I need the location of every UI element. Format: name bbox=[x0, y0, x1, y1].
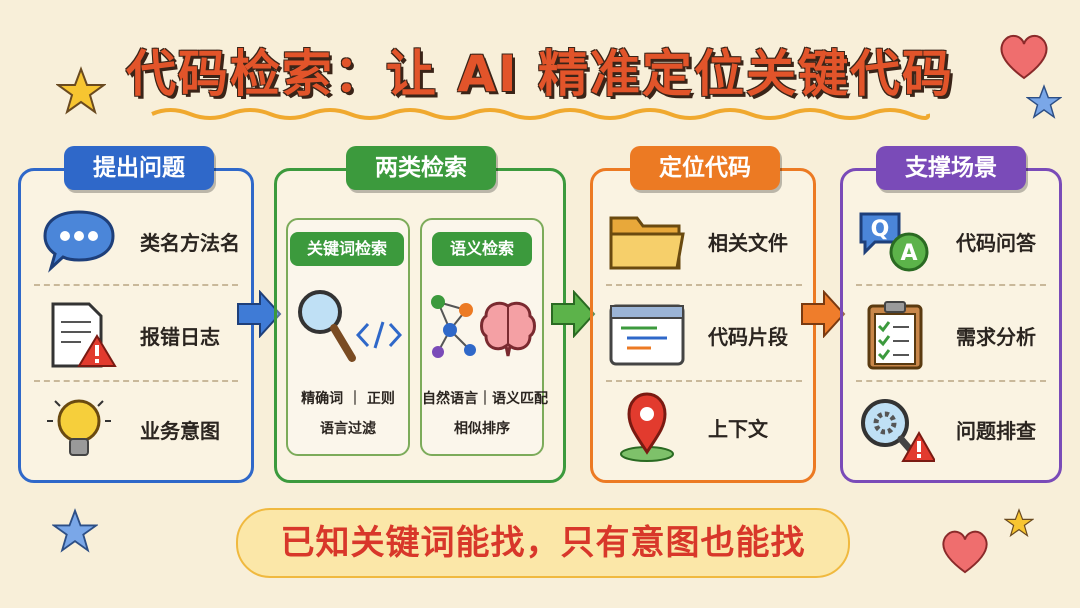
tag-two-searches: 两类检索 bbox=[346, 146, 496, 190]
magnifier-icon bbox=[298, 290, 356, 362]
item-label: 需求分析 bbox=[956, 324, 1036, 349]
keyword-features-line2: 语言过滤 bbox=[320, 421, 376, 437]
semantic-features-line2: 相似排序 bbox=[454, 421, 510, 437]
brain-icon bbox=[480, 301, 536, 357]
page-title: 代码检索：让 AI 精准定位关键代码 bbox=[125, 45, 955, 103]
arrow-right-icon bbox=[551, 290, 596, 338]
clipboard-checklist-icon bbox=[852, 300, 938, 370]
chat-bubble-icon bbox=[36, 206, 122, 276]
heart-icon bbox=[1000, 34, 1048, 80]
gear-magnifier-warning-icon bbox=[852, 394, 938, 464]
location-pin-icon bbox=[604, 392, 690, 462]
item-troubleshooting: 问题排查 bbox=[852, 394, 1036, 464]
star-icon bbox=[56, 66, 106, 115]
keyword-features-line1: 精确词 ｜ 正则 bbox=[301, 391, 395, 407]
tag-ask-question: 提出问题 bbox=[64, 146, 214, 190]
code-icon bbox=[356, 321, 402, 349]
item-error-log: 报错日志 bbox=[36, 300, 220, 370]
star-icon bbox=[52, 508, 98, 553]
summary-banner: 已知关键词能找，只有意图也能找 bbox=[236, 508, 850, 578]
tag-support-scenarios: 支撑场景 bbox=[876, 146, 1026, 190]
folder-icon bbox=[604, 206, 690, 276]
svg-text:A: A bbox=[900, 241, 917, 266]
semantic-features-line1: 自然语言｜语义匹配 bbox=[422, 391, 548, 407]
item-code-snippet: 代码片段 bbox=[604, 300, 788, 370]
item-related-files: 相关文件 bbox=[604, 206, 788, 276]
item-requirement-analysis: 需求分析 bbox=[852, 300, 1036, 370]
item-business-intent: 业务意图 bbox=[36, 394, 220, 464]
item-label: 问题排查 bbox=[956, 418, 1036, 443]
star-icon bbox=[1004, 508, 1034, 538]
lightbulb-icon bbox=[36, 394, 122, 464]
item-label: 业务意图 bbox=[140, 418, 220, 443]
heart-icon bbox=[942, 530, 988, 574]
tag-locate-code: 定位代码 bbox=[630, 146, 780, 190]
arrow-right-icon bbox=[237, 290, 282, 338]
title-underline bbox=[151, 108, 930, 120]
document-warning-icon bbox=[36, 300, 122, 370]
item-label: 代码问答 bbox=[956, 230, 1036, 255]
network-icon bbox=[431, 295, 476, 358]
tag-semantic-search: 语义检索 bbox=[432, 232, 532, 266]
code-window-icon bbox=[604, 300, 690, 370]
svg-text:Q: Q bbox=[871, 217, 890, 242]
item-label: 报错日志 bbox=[140, 324, 220, 349]
item-context: 上下文 bbox=[604, 392, 768, 462]
item-label: 类名方法名 bbox=[140, 230, 240, 255]
item-label: 代码片段 bbox=[708, 324, 788, 349]
item-label: 相关文件 bbox=[708, 230, 788, 255]
item-class-method: 类名方法名 bbox=[36, 206, 240, 276]
star-icon bbox=[1026, 84, 1062, 119]
tag-keyword-search: 关键词检索 bbox=[290, 232, 404, 266]
arrow-right-icon bbox=[801, 290, 846, 338]
item-label: 上下文 bbox=[708, 416, 768, 441]
